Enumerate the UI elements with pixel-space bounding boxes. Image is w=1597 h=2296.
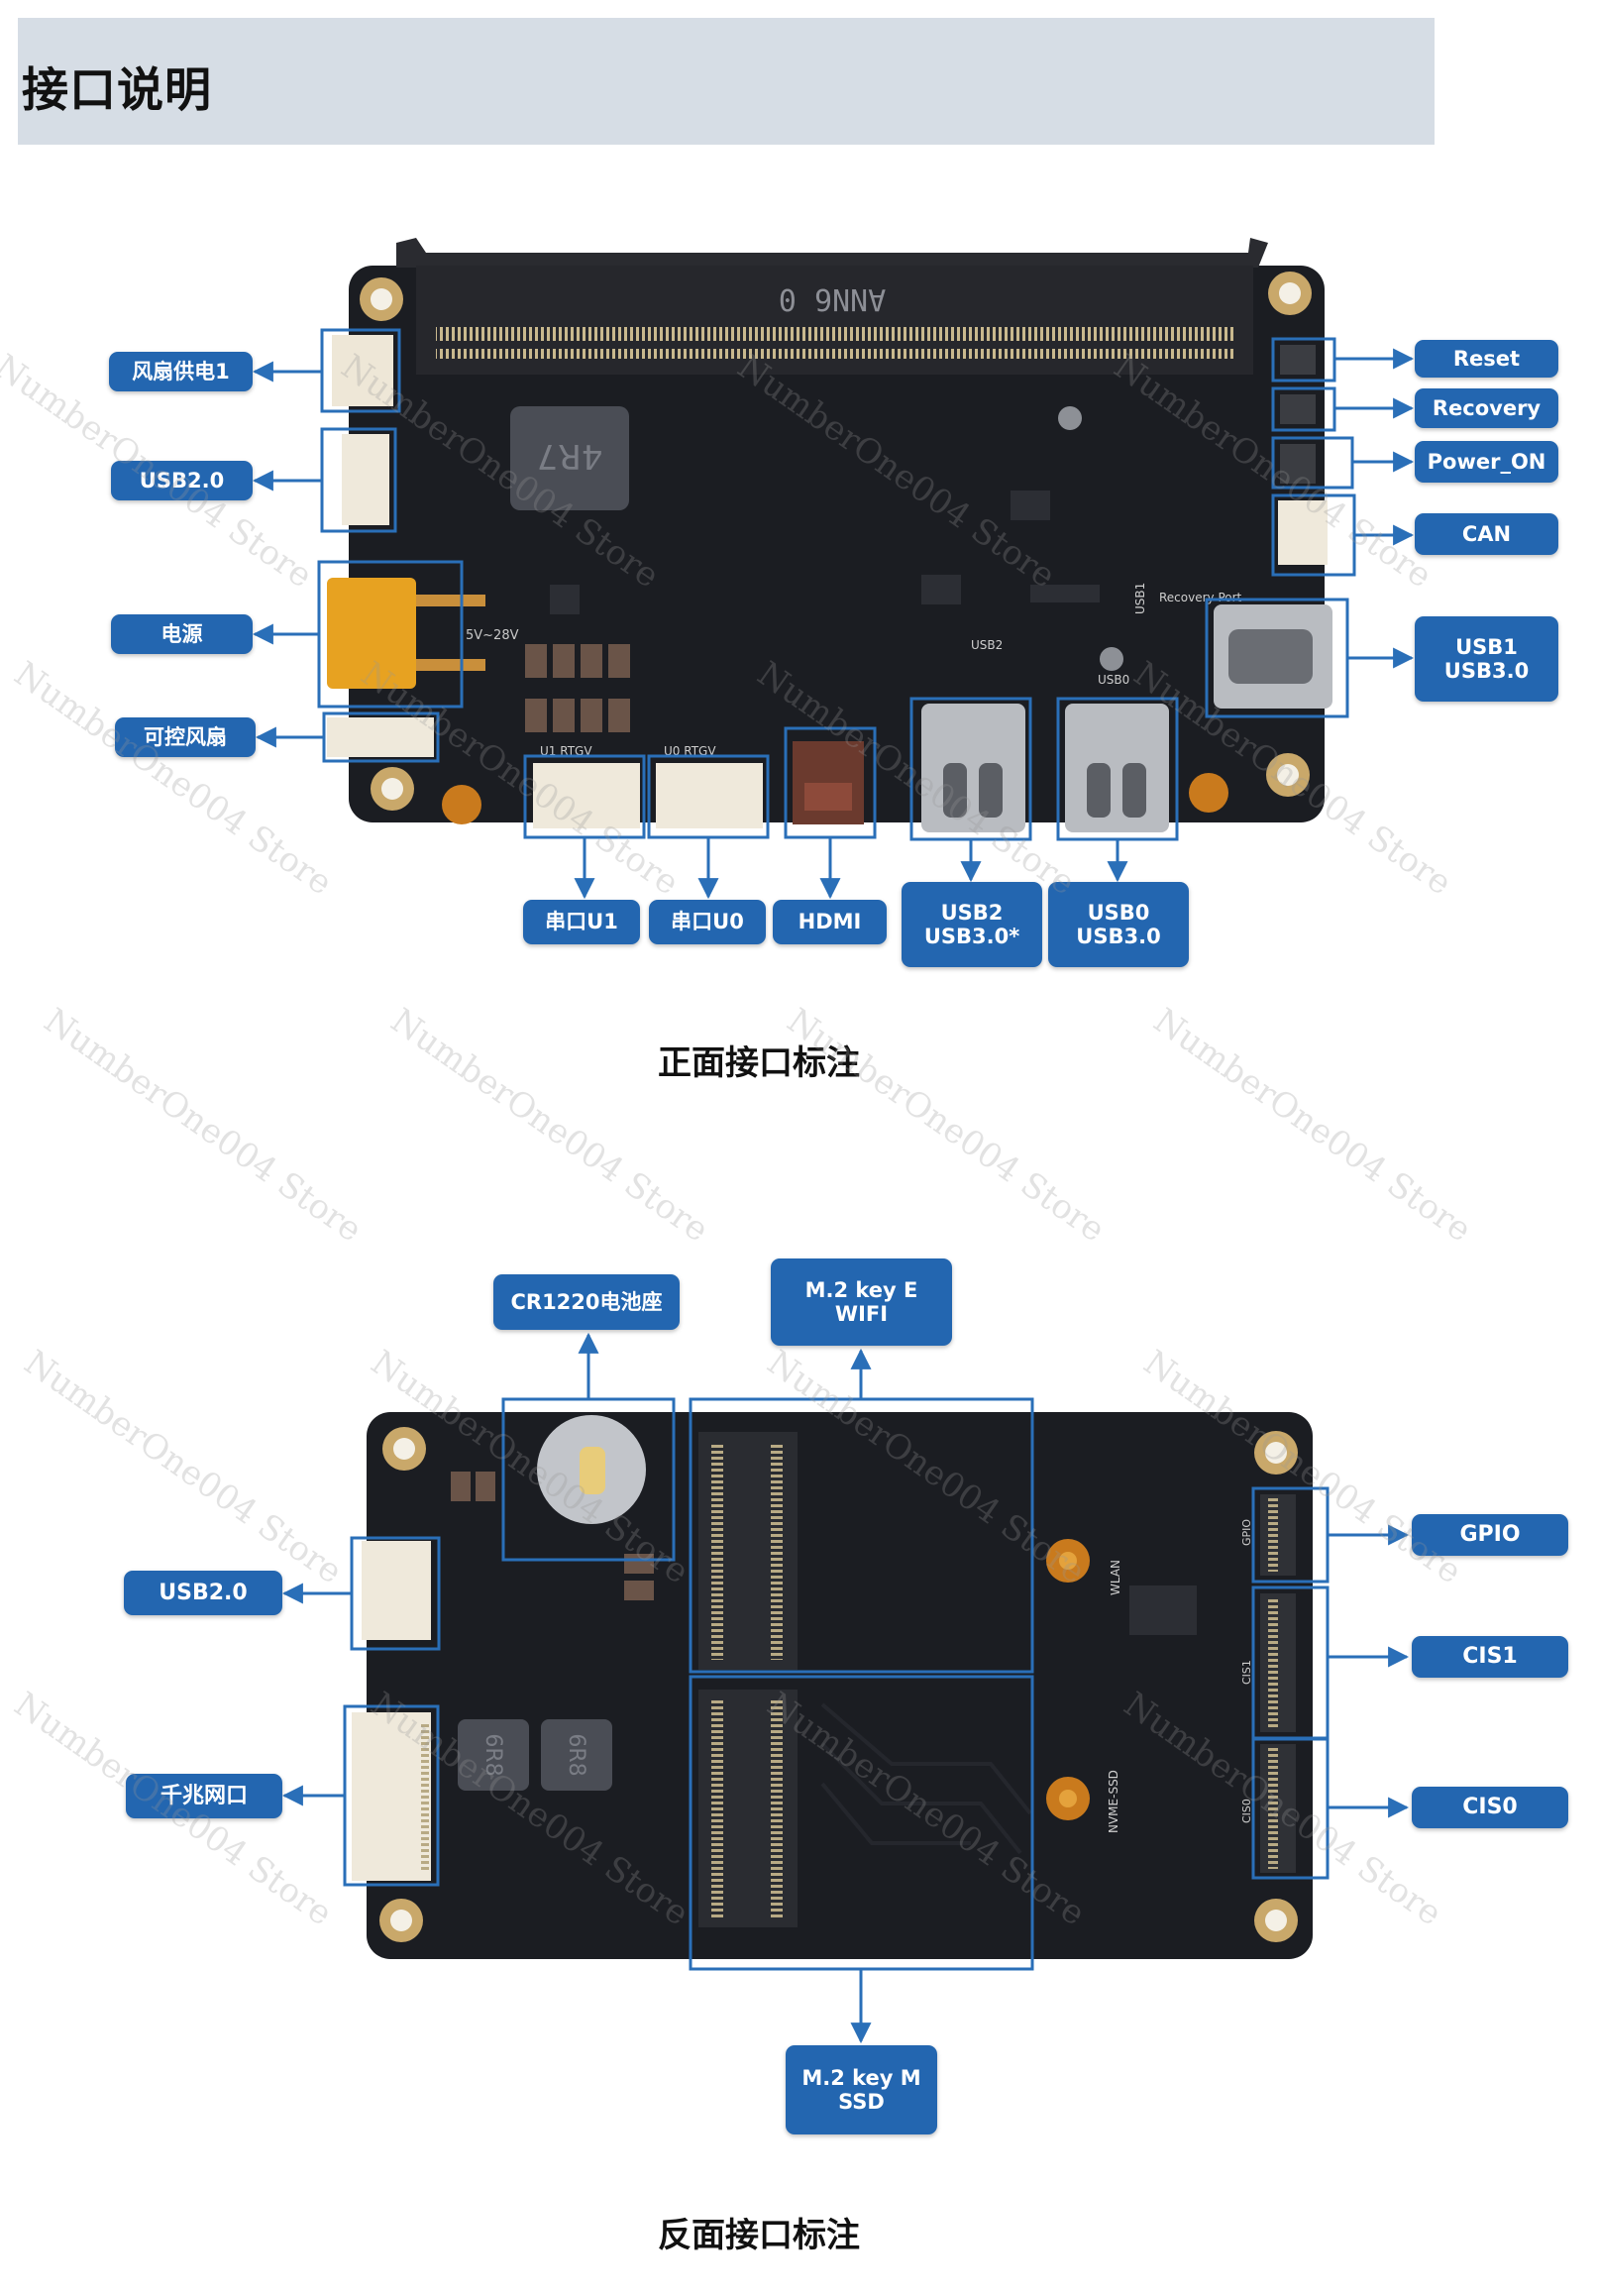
label-recovery: Recovery	[1415, 388, 1558, 428]
front-pcb	[349, 266, 1325, 822]
front-board: ANN6 0 4R7 5V~28V U1 RTGV U0 RTGV	[327, 238, 1332, 832]
label-uart-u1: 串口U1	[523, 900, 640, 944]
label-gigabit-ethernet: 千兆网口	[126, 1774, 282, 1818]
usb2-silk-text: USB2	[971, 638, 1003, 652]
label-can: CAN	[1415, 513, 1558, 555]
page-title: 接口说明	[22, 63, 212, 118]
label-hdmi: HDMI	[773, 900, 887, 944]
mounting-hole-icon	[379, 1427, 1298, 1942]
label-cr1220: CR1220电池座	[493, 1274, 680, 1330]
label-cis1: CIS1	[1412, 1636, 1568, 1678]
label-usb1: USB1 USB3.0	[1415, 616, 1558, 702]
can-connector	[1278, 500, 1328, 565]
label-m2-key-m: M.2 key M SSD	[786, 2045, 937, 2134]
front-callout-lines	[252, 348, 1415, 900]
label-usb2: USB2 USB3.0*	[902, 882, 1042, 967]
back-usb20-header	[362, 1541, 431, 1640]
reset-button-part	[1280, 345, 1316, 375]
back-caption: 反面接口标注	[658, 2216, 860, 2255]
label-back-usb20: USB2.0	[124, 1571, 282, 1615]
back-callout-lines	[281, 1332, 1410, 2044]
label-power-on: Power_ON	[1415, 441, 1558, 483]
recovery-port-silk-text: Recovery Port	[1159, 591, 1242, 604]
usb1-silk-text: USB1	[1133, 583, 1147, 614]
label-fan-power: 风扇供电1	[109, 352, 253, 391]
back-board: 6R8 6R8 WLAN NVME-SSD GPIO CIS1 CIS0	[352, 1412, 1313, 1959]
gigabit-ethernet-connector	[352, 1712, 431, 1881]
back-inductor-code-text: 6R8	[564, 1733, 588, 1776]
label-gpio: GPIO	[1412, 1514, 1568, 1556]
nvme-silk-text: NVME-SSD	[1107, 1770, 1120, 1833]
fan-power-connector	[332, 335, 393, 406]
cis1-silk-text: CIS1	[1240, 1660, 1253, 1685]
label-front-usb20: USB2.0	[111, 461, 253, 500]
label-controllable-fan: 可控风扇	[115, 717, 256, 757]
voltage-silk-text: 5V~28V	[466, 628, 519, 643]
cis0-silk-text: CIS0	[1240, 1799, 1253, 1823]
back-inductor-code-text: 6R8	[480, 1733, 505, 1776]
usb20-header	[342, 434, 389, 525]
back-pcb	[367, 1412, 1313, 1959]
mounting-hole-icon	[360, 272, 1312, 811]
inductor-code-text: 4R7	[537, 436, 603, 476]
front-caption: 正面接口标注	[658, 1043, 860, 1083]
usb2-port	[921, 704, 1025, 832]
label-reset: Reset	[1415, 340, 1558, 378]
inductor	[510, 406, 629, 510]
power-on-button-part	[1280, 444, 1316, 484]
uart-u1-header	[533, 763, 640, 828]
label-uart-u0: 串口U0	[649, 900, 766, 944]
label-m2-key-e: M.2 key E WIFI	[771, 1258, 952, 1346]
label-cis0: CIS0	[1412, 1787, 1568, 1828]
connector-code-text: ANN6 0	[779, 281, 886, 316]
controllable-fan-connector	[327, 717, 434, 757]
recovery-button-part	[1280, 394, 1316, 424]
wlan-silk-text: WLAN	[1109, 1560, 1122, 1595]
header-banner: 接口说明	[18, 18, 1435, 145]
power-connector	[327, 578, 416, 689]
label-power: 电源	[111, 614, 253, 654]
usb0-port	[1065, 704, 1169, 832]
capacitor-array	[525, 644, 630, 732]
uart-u0-header	[656, 763, 763, 828]
label-usb0: USB0 USB3.0	[1048, 882, 1189, 967]
gpio-silk-text: GPIO	[1240, 1519, 1253, 1546]
usb0-silk-text: USB0	[1098, 673, 1129, 687]
